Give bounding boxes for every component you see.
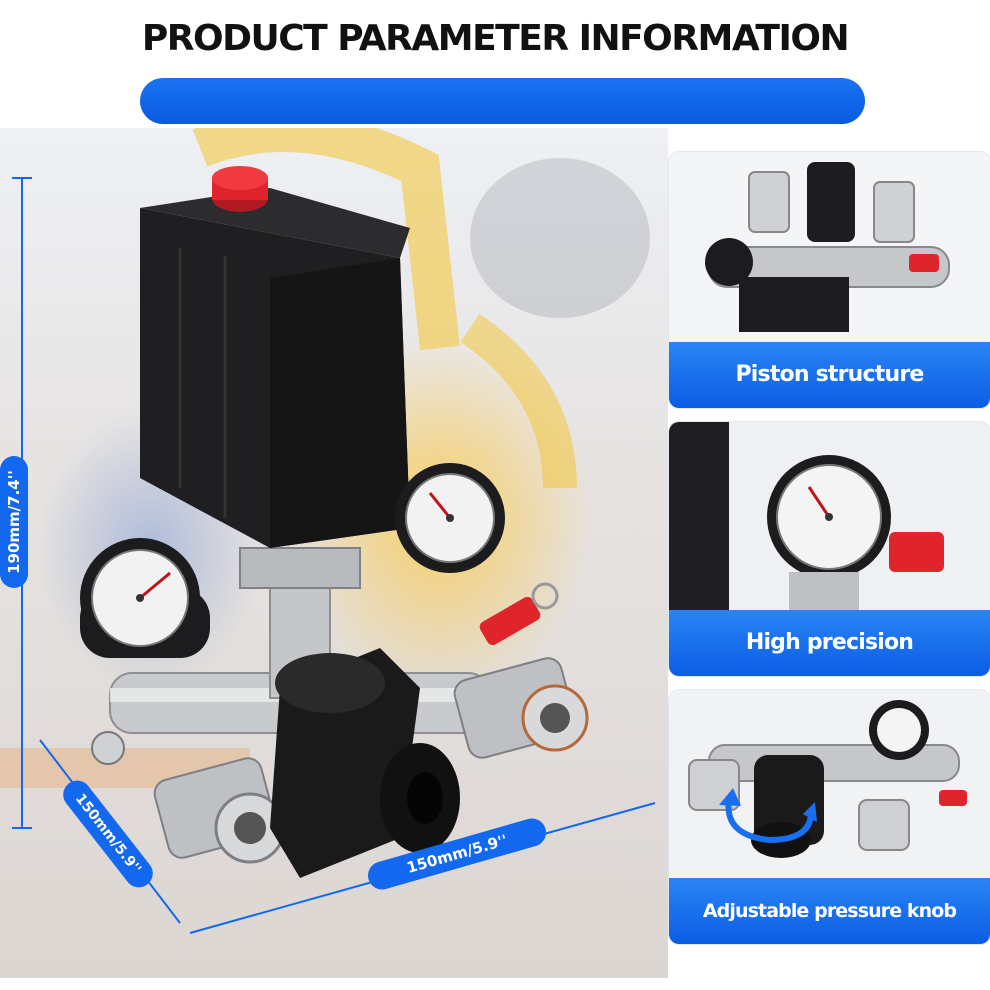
title-underline-bar (140, 78, 865, 124)
height-dimension-label: 190mm/7.4'' (0, 456, 28, 588)
pressure-switch-illustration (0, 128, 656, 934)
piston-structure-photo (669, 152, 990, 352)
main-product-photo: 190mm/7.4'' 150mm/5.9'' 150mm/5.9'' (0, 128, 668, 978)
feature-card-knob: Adjustable pressure knob (669, 690, 990, 944)
feature-card-piston: Piston structure (669, 152, 990, 408)
adjustable-knob-caption: Adjustable pressure knob (669, 878, 990, 944)
page-title: PRODUCT PARAMETER INFORMATION (141, 18, 850, 59)
piston-structure-caption: Piston structure (669, 342, 990, 408)
high-precision-caption: High precision (669, 610, 990, 676)
adjustable-knob-photo (669, 690, 990, 880)
feature-card-precision: High precision (669, 422, 990, 676)
rotate-arrow-icon (719, 788, 817, 844)
high-precision-photo (669, 422, 990, 612)
